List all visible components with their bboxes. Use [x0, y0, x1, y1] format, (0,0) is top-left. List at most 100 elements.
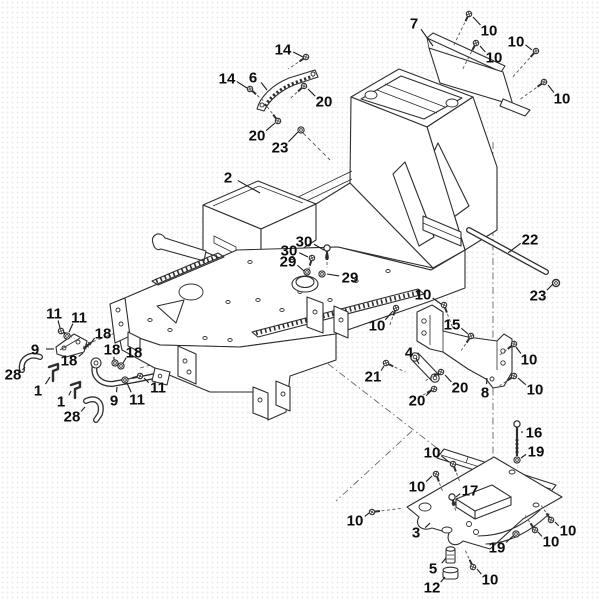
callout-18: 18 — [90, 326, 111, 344]
callout-2: 2 — [224, 170, 261, 194]
callout-leader-line — [299, 252, 309, 258]
fastener-bolt — [448, 493, 457, 512]
part-frame-weldment — [109, 68, 498, 421]
front-bracket-tab — [127, 331, 141, 353]
part-rod-22 — [466, 227, 549, 275]
part-number-label: 14 — [275, 42, 292, 59]
part-number-label: 28 — [64, 409, 81, 426]
callout-19: 19 — [520, 444, 544, 461]
callout-leader-line — [432, 297, 442, 305]
callout-leader-line — [296, 264, 305, 272]
callout-leader-line — [505, 535, 514, 543]
part-number-label: 11 — [150, 380, 166, 397]
deck-rail — [151, 252, 225, 286]
callout-10: 10 — [508, 34, 533, 51]
fastener-screw — [289, 82, 308, 100]
callout-19: 19 — [489, 535, 514, 557]
fastener-washer — [111, 359, 119, 367]
part-number-label: 10 — [486, 50, 503, 67]
part-number-label: 18 — [61, 353, 78, 370]
hanger-plate — [252, 386, 269, 420]
callout-28: 28 — [5, 366, 26, 384]
bracket-body — [416, 304, 513, 389]
callout-leader-line — [520, 453, 527, 459]
part-rear-panel-7 — [426, 32, 531, 117]
callout-leader-line — [440, 576, 446, 583]
part-number-label: 10 — [424, 445, 441, 462]
callout-leader-line — [441, 455, 450, 463]
callout-leader-line — [265, 122, 276, 131]
callout-20: 20 — [444, 374, 468, 397]
fastener-washer — [303, 268, 311, 276]
callout-leader-line — [115, 386, 118, 393]
callout-leader-line — [236, 81, 248, 89]
fastener-screw — [460, 332, 475, 351]
fastener-screw — [464, 549, 477, 571]
callout-10: 10 — [409, 475, 433, 496]
callout-20: 20 — [249, 122, 276, 145]
callout-leader-line — [292, 51, 304, 58]
callout-7: 7 — [410, 16, 434, 47]
callout-leader-line — [472, 16, 481, 26]
callout-9: 9 — [31, 342, 54, 359]
alignment-line — [335, 430, 413, 502]
part-number-label: 20 — [249, 128, 266, 145]
part-number-label: 8 — [481, 385, 489, 402]
callout-29: 29 — [280, 254, 305, 272]
fastener-screw — [382, 359, 406, 373]
part-sector-gear-6 — [256, 69, 319, 112]
hanger-plate — [177, 345, 197, 385]
alignment-line — [302, 132, 331, 161]
fastener-screw — [440, 301, 453, 328]
fastener-screw — [540, 505, 555, 524]
callout-10: 10 — [515, 346, 538, 369]
callout-1: 1 — [34, 376, 51, 400]
callout-leader-line — [479, 45, 486, 53]
part-number-label: 19 — [489, 540, 506, 557]
callout-18: 18 — [122, 345, 142, 364]
part-number-label: 10 — [543, 534, 560, 551]
callout-leader-line — [547, 84, 555, 93]
callout-leader-line — [476, 568, 482, 575]
part-number-label: 10 — [554, 91, 571, 108]
part-number-label: 23 — [530, 288, 547, 305]
callout-leader-line — [517, 377, 527, 386]
callout-leader-line — [441, 557, 447, 564]
part-number-label: 6 — [249, 70, 257, 87]
callout-10: 10 — [415, 287, 442, 305]
callout-11: 11 — [143, 377, 166, 397]
callout-leader-line — [143, 377, 150, 384]
part-bracket-8 — [416, 304, 513, 389]
callout-leader-line — [460, 327, 469, 335]
callout-leader-line — [22, 366, 26, 371]
callout-leader-line — [515, 346, 522, 354]
callout-10: 10 — [547, 84, 571, 108]
part-number-label: 22 — [522, 232, 539, 249]
part-number-label: 12 — [424, 580, 441, 597]
part-number-label: 29 — [342, 270, 359, 287]
callout-8: 8 — [481, 377, 489, 402]
callout-23: 23 — [272, 131, 299, 157]
callout-leader-line — [44, 376, 51, 385]
deck-rail — [251, 288, 425, 338]
callout-leader-line — [68, 323, 74, 333]
callout-leader-line — [307, 88, 316, 97]
fastener-screw — [449, 460, 461, 483]
callout-leader-line — [537, 531, 543, 537]
part-link-4 — [410, 352, 440, 383]
fastener-screw — [511, 47, 540, 78]
sector-gear-band — [256, 69, 319, 112]
fastener-screw — [306, 254, 316, 275]
plate-slot-arc — [477, 509, 541, 537]
callout-leader-line — [260, 82, 268, 91]
panel-flange — [426, 32, 506, 73]
callout-10: 10 — [476, 568, 498, 589]
part-number-label: 10 — [521, 352, 538, 369]
fastener-washer — [63, 332, 71, 340]
fastener-screw — [499, 372, 518, 387]
callout-leader-line — [525, 44, 533, 51]
callout-14: 14 — [275, 42, 304, 59]
callout-28: 28 — [64, 406, 86, 426]
fastener-screw — [265, 105, 282, 125]
